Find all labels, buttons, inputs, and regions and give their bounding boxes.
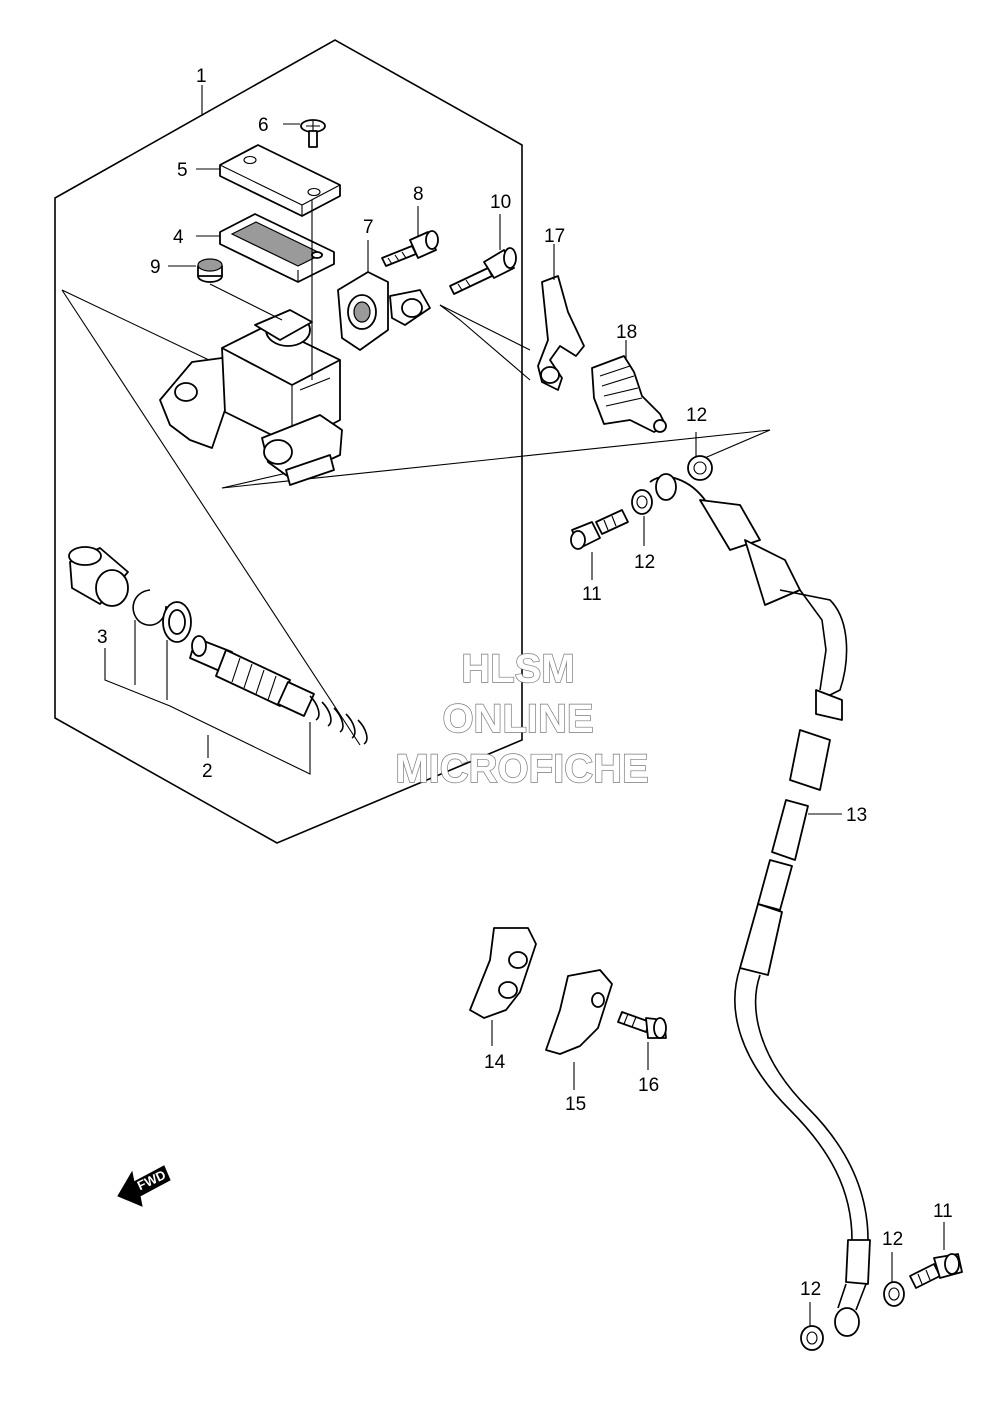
watermark-line-2: ONLINE bbox=[442, 697, 593, 741]
clutch-lever-17 bbox=[537, 244, 585, 391]
bolt-10 bbox=[449, 214, 517, 295]
hose-clamp-15 bbox=[545, 969, 613, 1090]
callout-15: 15 bbox=[565, 1094, 586, 1115]
callout-12-top-right: 12 bbox=[686, 405, 707, 426]
callout-3: 3 bbox=[97, 627, 108, 648]
dust-boot-3 bbox=[68, 546, 129, 607]
piston-2 bbox=[189, 635, 368, 745]
switch-18 bbox=[591, 340, 667, 433]
screw-6 bbox=[283, 119, 326, 148]
callout-11-bottom: 11 bbox=[933, 1201, 953, 1222]
bolt-8 bbox=[381, 206, 439, 267]
callout-9: 9 bbox=[150, 257, 161, 278]
callout-14: 14 bbox=[484, 1052, 506, 1073]
watermark: HLSM ONLINE MICROFICHE bbox=[395, 646, 650, 791]
callout-5: 5 bbox=[177, 160, 188, 181]
plug-9 bbox=[168, 258, 283, 321]
callout-17: 17 bbox=[544, 226, 565, 247]
lever-holder-7 bbox=[337, 240, 431, 351]
diaphragm-4 bbox=[196, 200, 335, 380]
reservoir-cap-5 bbox=[196, 144, 341, 217]
callout-labels: 1 2 3 4 5 6 7 8 9 10 11 11 12 12 12 12 1… bbox=[97, 66, 953, 1300]
banjo-bolt-11-bottom bbox=[909, 1222, 963, 1289]
bolt-16 bbox=[617, 1011, 667, 1070]
clutch-hose-13 bbox=[649, 473, 871, 1337]
callout-11-top: 11 bbox=[582, 584, 602, 605]
callout-6: 6 bbox=[258, 115, 269, 136]
circlip bbox=[132, 589, 167, 626]
callout-2: 2 bbox=[202, 761, 213, 782]
callout-8: 8 bbox=[413, 184, 424, 205]
watermark-line-1: HLSM bbox=[461, 647, 574, 691]
callout-18: 18 bbox=[616, 322, 637, 343]
callout-1: 1 bbox=[196, 66, 207, 87]
master-cylinder-body bbox=[159, 309, 343, 486]
callout-12-top-left: 12 bbox=[634, 552, 655, 573]
fwd-arrow: FWD bbox=[117, 1165, 171, 1207]
watermark-line-3: MICROFICHE bbox=[395, 747, 648, 791]
banjo-bolt-11-top bbox=[570, 509, 629, 580]
washer bbox=[162, 601, 192, 643]
assembly-outline bbox=[54, 39, 771, 844]
callout-10: 10 bbox=[490, 192, 511, 213]
callout-13: 13 bbox=[846, 805, 867, 826]
callout-16: 16 bbox=[638, 1075, 659, 1096]
washers-12 bbox=[631, 432, 905, 1351]
callout-12-bottom-right: 12 bbox=[882, 1229, 903, 1250]
callout-7: 7 bbox=[363, 217, 374, 238]
callout-4: 4 bbox=[173, 227, 184, 248]
callout-12-bottom-left: 12 bbox=[800, 1279, 821, 1300]
hose-clamp-14 bbox=[469, 927, 537, 1046]
